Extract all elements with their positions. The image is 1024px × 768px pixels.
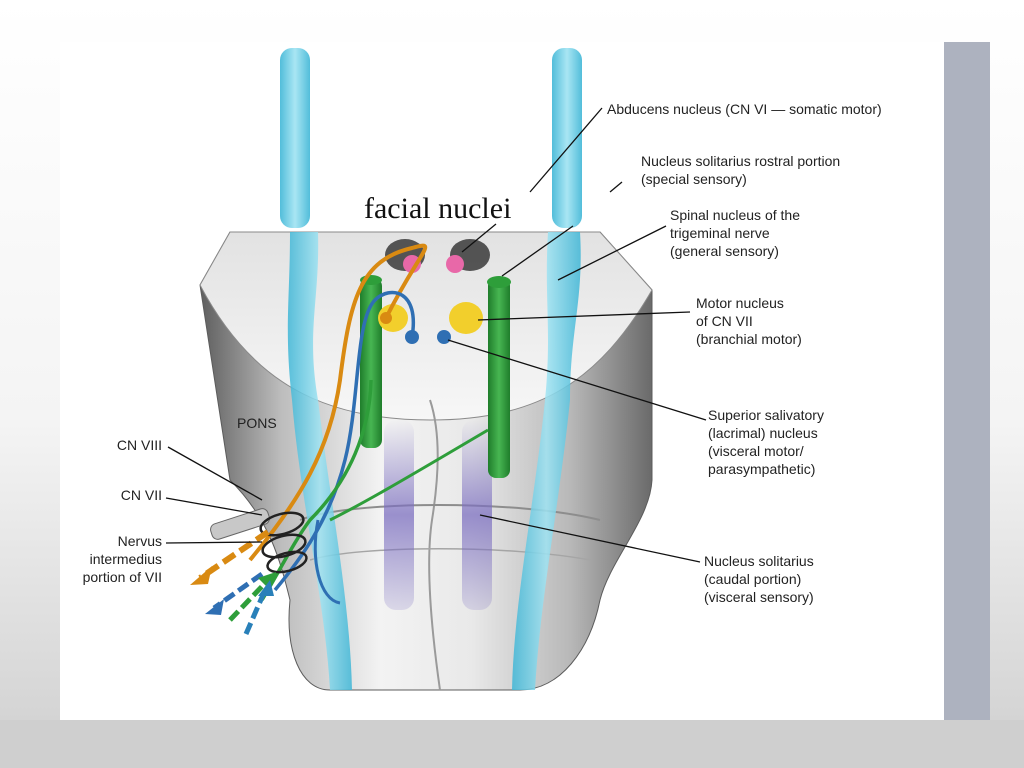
motor-nucleus-vii-left bbox=[378, 304, 408, 332]
leader-motor-vii bbox=[477, 311, 691, 321]
label-nervus-intermedius: Nervus intermedius portion of VII bbox=[83, 533, 162, 585]
label-line: Abducens nucleus (CN VI — somatic motor) bbox=[607, 101, 882, 117]
leader-nervus-intermedius bbox=[165, 541, 263, 544]
label-layer: Abducens nucleus (CN VI — somatic motor)… bbox=[83, 101, 882, 605]
leader-solitarius-rostral bbox=[609, 181, 623, 193]
label-salivatory: Superior salivatory (lacrimal) nucleus (vi… bbox=[708, 407, 824, 477]
leader-abducens bbox=[529, 107, 603, 193]
motor-output-arrow bbox=[198, 529, 270, 581]
slide-bottom-band bbox=[0, 720, 1024, 768]
sensory-input-arrow bbox=[228, 576, 272, 622]
diagram-title: facial nuclei bbox=[364, 192, 511, 225]
nerve-coil-3 bbox=[266, 550, 308, 574]
label-line: portion of VII bbox=[83, 569, 162, 585]
label-spinal-trigeminal: Spinal nucleus of the trigeminal nerve (ge… bbox=[670, 207, 800, 259]
salivatory-fiber-tract bbox=[273, 290, 416, 592]
motor-fiber-tract bbox=[248, 243, 428, 562]
slide-side-bar bbox=[944, 42, 990, 720]
leader-cn-viii bbox=[167, 446, 263, 501]
salivatory-output-arrowhead bbox=[205, 599, 224, 615]
label-solitarius-rostral: Nucleus solitarius rostral portion (speci… bbox=[641, 153, 840, 187]
label-motor-vii: Motor nucleus of CN VII (branchial motor) bbox=[696, 295, 802, 347]
salivatory-output-arrow bbox=[212, 571, 264, 611]
nucleus-solitarius-caudal bbox=[384, 420, 414, 610]
leader-spinal-trigeminal-2 bbox=[501, 225, 574, 277]
visceral-input-arrowhead bbox=[258, 580, 274, 596]
ventricle-tube-lower-left bbox=[287, 232, 352, 690]
label-pons: PONS bbox=[237, 415, 277, 431]
label-line: Spinal nucleus of the bbox=[670, 207, 800, 223]
label-line: (visceral motor/ bbox=[708, 443, 804, 459]
leader-salivatory bbox=[447, 339, 707, 421]
motor-nucleus-vii-right bbox=[449, 302, 483, 334]
ventricle-tube-lower-right bbox=[512, 232, 581, 690]
label-line: Nucleus solitarius bbox=[704, 553, 814, 569]
abducens-nucleus-right bbox=[446, 255, 464, 273]
label-line: CN VII bbox=[121, 487, 162, 503]
nerve-coil-1 bbox=[259, 511, 305, 537]
spinal-trigeminal-cap-right bbox=[487, 276, 511, 288]
label-cn-vii: CN VII bbox=[121, 487, 162, 503]
spinal-trigeminal-column-right bbox=[488, 278, 510, 478]
label-line: intermedius bbox=[90, 551, 162, 567]
label-line: (caudal portion) bbox=[704, 571, 801, 587]
label-line: (visceral sensory) bbox=[704, 589, 814, 605]
label-line: (lacrimal) nucleus bbox=[708, 425, 818, 441]
nerve-coil-2 bbox=[261, 533, 307, 559]
label-line: (special sensory) bbox=[641, 171, 747, 187]
label-line: Motor nucleus bbox=[696, 295, 784, 311]
sensory-input-arrowhead bbox=[258, 572, 276, 590]
leader-solitarius-caudal bbox=[479, 514, 701, 563]
label-cn-viii: CN VIII bbox=[117, 437, 162, 453]
solitarius-fiber-tract bbox=[313, 519, 341, 605]
ventricle-tube-upper-right bbox=[552, 48, 582, 228]
sensory-fiber-tract-2 bbox=[329, 428, 489, 522]
leader-abducens-2 bbox=[461, 223, 497, 253]
label-line: parasympathetic) bbox=[708, 461, 815, 477]
cn-viii-root bbox=[210, 508, 270, 540]
sensory-fiber-tract bbox=[260, 379, 373, 601]
label-line: Nervus bbox=[118, 533, 162, 549]
nucleus-solitarius-caudal-right bbox=[462, 420, 492, 610]
label-solitarius-caudal: Nucleus solitarius (caudal portion) (visce… bbox=[704, 553, 814, 605]
salivatory-nucleus-right bbox=[437, 330, 451, 344]
median-groove bbox=[428, 399, 441, 691]
label-line: Nucleus solitarius rostral portion bbox=[641, 153, 840, 169]
label-line: of CN VII bbox=[696, 313, 753, 329]
label-line: (branchial motor) bbox=[696, 331, 802, 347]
leader-cn-vii bbox=[165, 497, 263, 516]
label-line: CN VIII bbox=[117, 437, 162, 453]
ventricle-tube-upper-left bbox=[280, 48, 310, 228]
leader-spinal-trigeminal bbox=[557, 225, 667, 281]
abducens-nucleus-left bbox=[403, 255, 421, 273]
label-line: trigeminal nerve bbox=[670, 225, 770, 241]
label-abducens: Abducens nucleus (CN VI — somatic motor) bbox=[607, 101, 882, 117]
motor-output-arrowhead bbox=[190, 566, 212, 585]
label-line: (general sensory) bbox=[670, 243, 779, 259]
label-line: PONS bbox=[237, 415, 277, 431]
label-line: Superior salivatory bbox=[708, 407, 824, 423]
